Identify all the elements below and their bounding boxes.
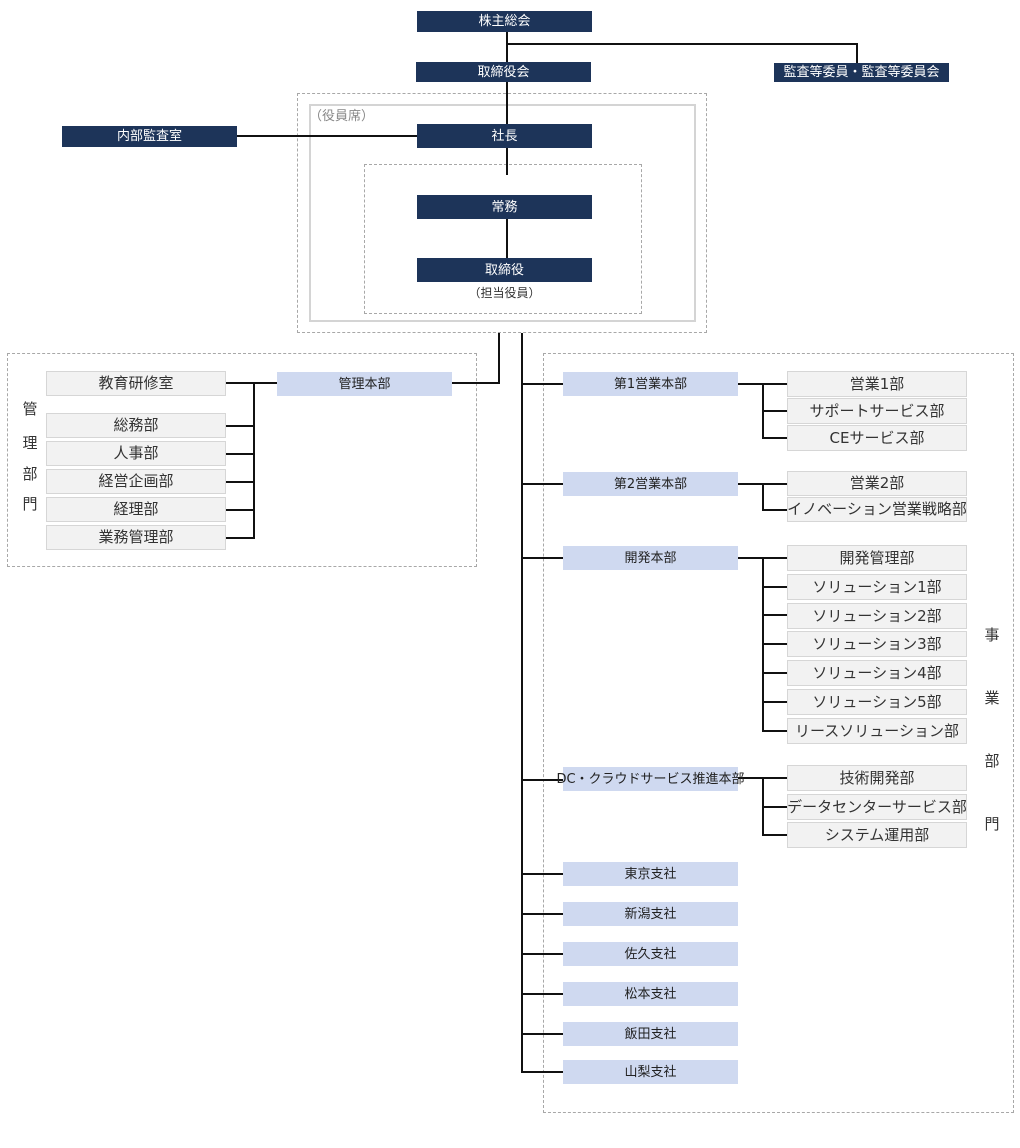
- executive-group-outer-frame: [297, 93, 707, 333]
- director-note: （担当役員）: [468, 286, 541, 300]
- connector: [521, 483, 563, 485]
- connector: [226, 453, 255, 455]
- admin-headquarters-box: 管理本部: [277, 372, 452, 396]
- connector: [498, 333, 500, 384]
- department-box: ソリューション4部: [787, 660, 967, 686]
- connector: [521, 993, 563, 995]
- executive-group-frame: [309, 104, 696, 322]
- connector: [762, 730, 788, 732]
- executive-group-label: （役員席）: [309, 109, 375, 124]
- admin-side-label-char: 部: [22, 465, 38, 483]
- connector: [521, 913, 563, 915]
- connector: [521, 1033, 563, 1035]
- connector: [521, 557, 563, 559]
- connector: [762, 483, 764, 511]
- connector: [762, 643, 788, 645]
- managing-director-box: 常務: [417, 195, 592, 219]
- department-box: 営業1部: [787, 371, 967, 397]
- connector: [226, 382, 278, 384]
- connector: [521, 1071, 563, 1073]
- director-box: 取締役: [417, 258, 592, 282]
- connector: [521, 779, 563, 781]
- connector: [521, 333, 523, 1073]
- connector: [506, 43, 858, 45]
- connector: [856, 43, 858, 63]
- admin-department-box: 経理部: [46, 497, 226, 522]
- branch-box: 新潟支社: [563, 902, 738, 926]
- connector: [762, 509, 788, 511]
- connector: [226, 425, 255, 427]
- board-of-directors-box: 取締役会: [416, 62, 591, 82]
- connector: [762, 834, 788, 836]
- education-office-box: 教育研修室: [46, 371, 226, 396]
- department-box: ソリューション2部: [787, 603, 967, 629]
- department-box: システム運用部: [787, 822, 967, 848]
- admin-department-box: 総務部: [46, 413, 226, 438]
- connector: [226, 509, 255, 511]
- connector: [762, 806, 788, 808]
- department-box: ソリューション3部: [787, 631, 967, 657]
- connector: [762, 410, 788, 412]
- business-side-label-char: 門: [984, 815, 1000, 833]
- department-box: ソリューション5部: [787, 689, 967, 715]
- connector: [762, 701, 788, 703]
- branch-box: 松本支社: [563, 982, 738, 1006]
- connector: [253, 382, 255, 539]
- department-box: CEサービス部: [787, 425, 967, 451]
- connector: [762, 437, 788, 439]
- connector: [506, 32, 508, 175]
- business-side-label-char: 事: [984, 626, 1000, 644]
- admin-side-label-char: 管: [22, 400, 38, 418]
- department-box: サポートサービス部: [787, 398, 967, 424]
- division-box: DC・クラウドサービス推進本部: [556, 767, 745, 791]
- division-box: 開発本部: [563, 546, 738, 570]
- branch-box: 東京支社: [563, 862, 738, 886]
- connector: [521, 383, 563, 385]
- admin-side-label-char: 門: [22, 495, 38, 513]
- admin-department-box: 業務管理部: [46, 525, 226, 550]
- connector: [226, 481, 255, 483]
- connector: [762, 586, 788, 588]
- connector: [762, 614, 788, 616]
- admin-department-box: 人事部: [46, 441, 226, 466]
- business-side-label-char: 部: [984, 752, 1000, 770]
- connector: [451, 382, 500, 384]
- department-box: データセンターサービス部: [787, 794, 967, 820]
- admin-department-box: 経営企画部: [46, 469, 226, 494]
- department-box: 営業2部: [787, 471, 967, 496]
- business-side-label-char: 業: [984, 689, 1000, 707]
- connector: [521, 953, 563, 955]
- department-box: 開発管理部: [787, 545, 967, 571]
- admin-division-frame: [7, 353, 477, 567]
- shareholders-meeting-box: 株主総会: [417, 11, 592, 32]
- division-box: 第2営業本部: [563, 472, 738, 496]
- department-box: リースソリューション部: [787, 718, 967, 744]
- division-box: 第1営業本部: [563, 372, 738, 396]
- department-box: 技術開発部: [787, 765, 967, 791]
- connector: [762, 672, 788, 674]
- branch-box: 飯田支社: [563, 1022, 738, 1046]
- admin-side-label-char: 理: [22, 434, 38, 452]
- branch-box: 佐久支社: [563, 942, 738, 966]
- business-division-frame: [543, 353, 1014, 1113]
- internal-audit-office-box: 内部監査室: [62, 126, 237, 147]
- department-box: ソリューション1部: [787, 574, 967, 600]
- connector: [236, 135, 418, 137]
- audit-committee-box: 監査等委員・監査等委員会: [774, 63, 949, 82]
- president-box: 社長: [417, 124, 592, 148]
- connector: [226, 537, 255, 539]
- executive-inner-frame: [364, 164, 642, 314]
- department-box: イノベーション営業戦略部: [787, 497, 967, 522]
- connector: [521, 873, 563, 875]
- branch-box: 山梨支社: [563, 1060, 738, 1084]
- connector: [506, 218, 508, 258]
